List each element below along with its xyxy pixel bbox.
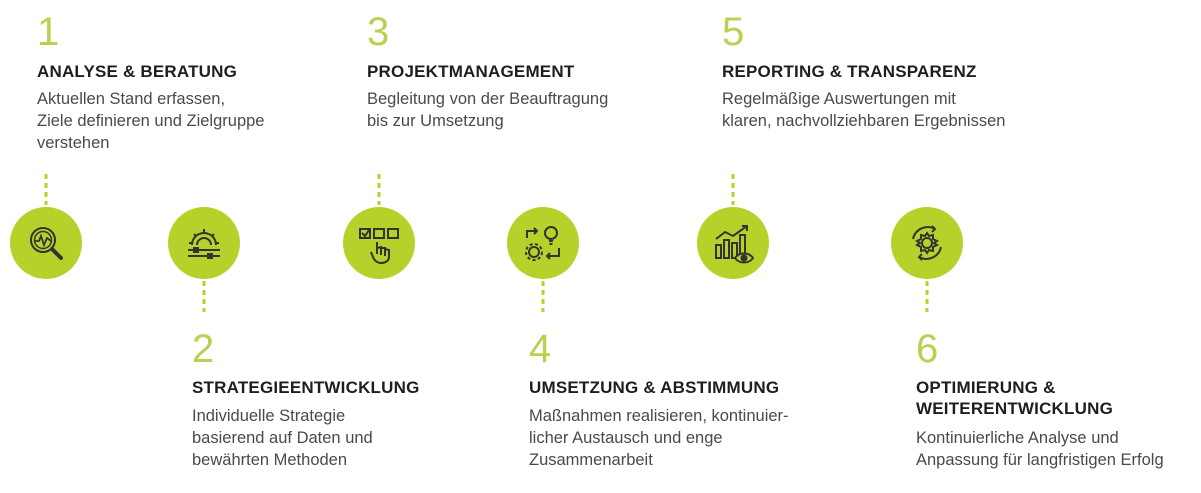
step-4-description: Maßnahmen realisieren, kontinuier- liche… [529, 407, 789, 469]
step-3-node [343, 207, 415, 279]
gear-cycle-icon [912, 225, 942, 261]
chart-eye-icon [715, 225, 755, 264]
step-6-node [891, 207, 963, 279]
step-5-title: REPORTING & TRANSPARENZ [722, 62, 977, 81]
step-2-number: 2 [192, 327, 215, 371]
step-1-node [10, 207, 82, 279]
gear-lightbulb-icon [525, 226, 560, 261]
step-4-title: UMSETZUNG & ABSTIMMUNG [529, 378, 780, 397]
step-3-description: Begleitung von der Beauftragung bis zur … [367, 90, 609, 130]
step-2-title: STRATEGIEENTWICKLUNG [192, 378, 420, 397]
step-6-number: 6 [916, 327, 939, 371]
step-2-node [168, 207, 240, 279]
step-6-title: OPTIMIERUNG & WEITERENTWICKLUNG [916, 378, 1113, 418]
step-5-number: 5 [722, 10, 745, 54]
step-4-node [507, 207, 579, 279]
step-1-number: 1 [37, 10, 60, 54]
step-4-number: 4 [529, 327, 552, 371]
step-2-description: Individuelle Strategie basierend auf Dat… [192, 407, 373, 469]
step-5-node [697, 207, 769, 279]
checkbox-hand-icon [359, 228, 399, 265]
magnifier-chart-icon [30, 227, 63, 260]
step-1-title: ANALYSE & BERATUNG [37, 62, 238, 81]
step-1-description: Aktuellen Stand erfassen, Ziele definier… [37, 90, 265, 152]
step-6-description: Kontinuierliche Analyse und Anpassung fü… [916, 429, 1164, 469]
step-3-number: 3 [367, 10, 390, 54]
gear-sliders-icon [188, 229, 220, 259]
step-3-title: PROJEKTMANAGEMENT [367, 62, 575, 81]
step-5-description: Regelmäßige Auswertungen mit klaren, nac… [722, 90, 1006, 130]
